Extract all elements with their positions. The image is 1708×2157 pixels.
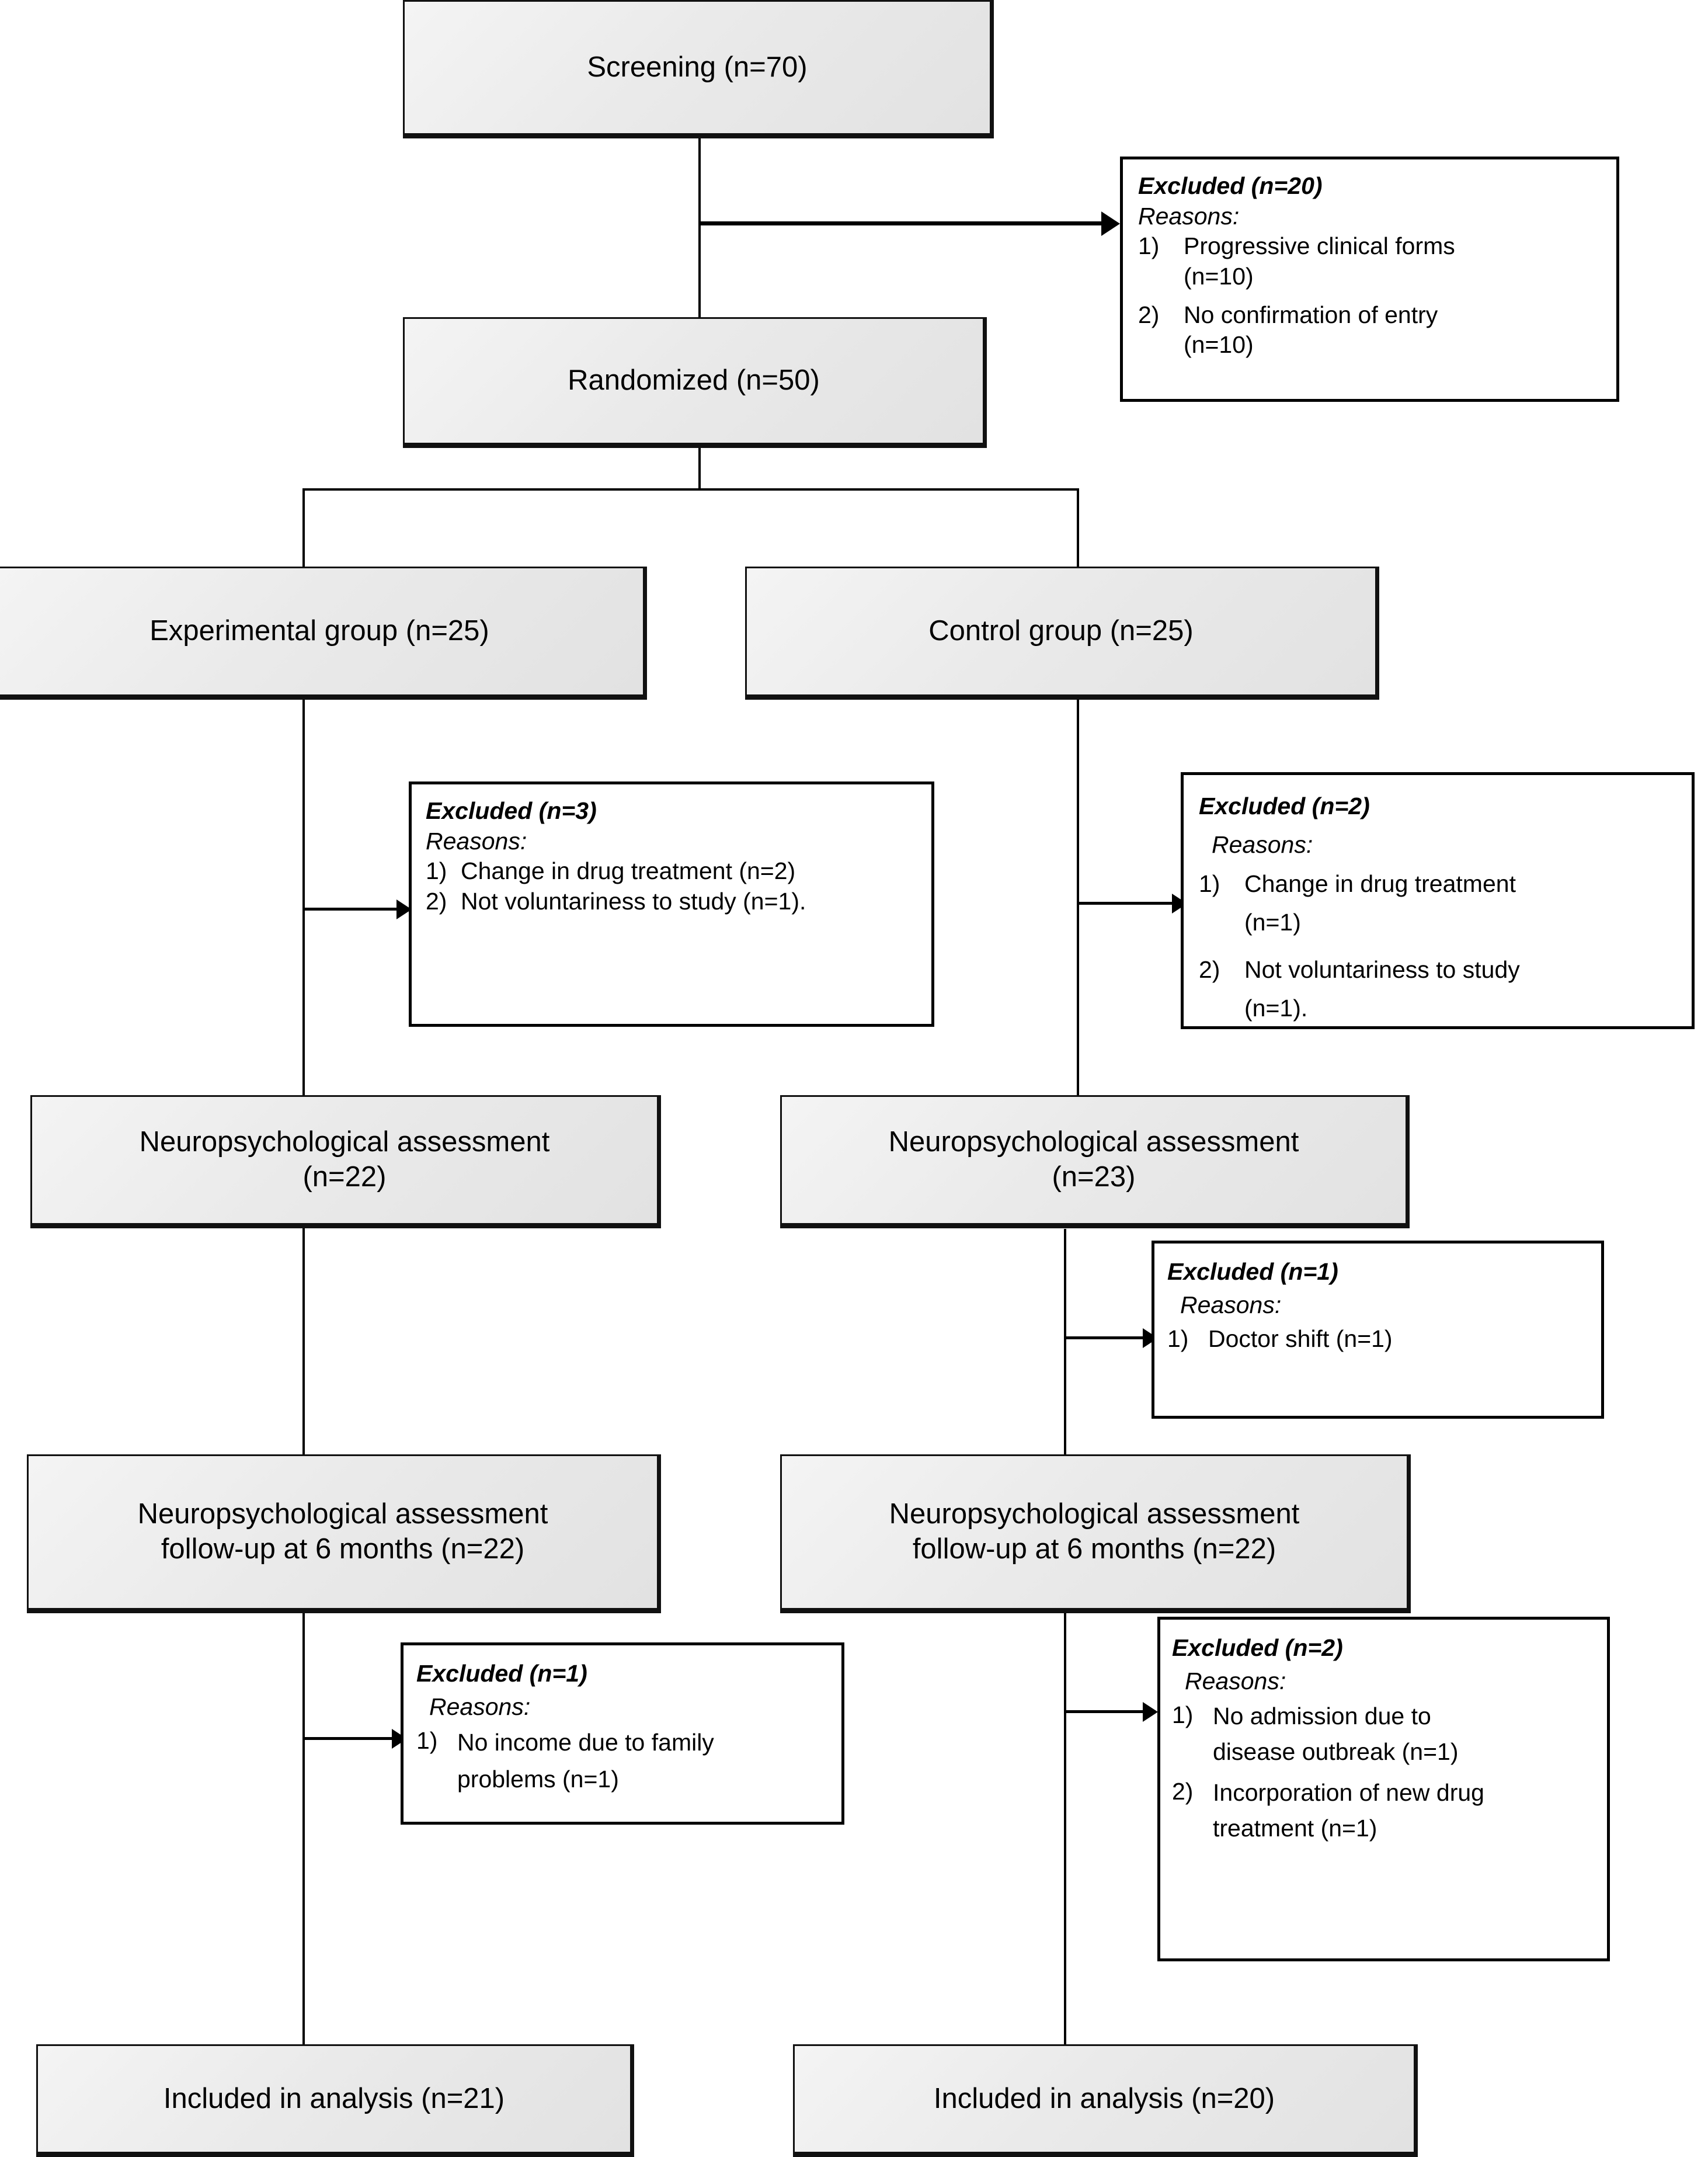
node-included-experimental: Included in analysis (n=21): [36, 2044, 634, 2157]
arrow-control-assessment-to-excluded: [1065, 1336, 1143, 1339]
excluded-box-experimental: Excluded (n=3) Reasons: 1) Change in dru…: [409, 781, 934, 1027]
node-experimental-group: Experimental group (n=25): [0, 567, 647, 700]
list-item-number: 2): [426, 887, 447, 915]
list-item: 1) Change in drug treatment (n=2): [426, 856, 922, 887]
excluded-control-title: Excluded (n=2): [1199, 793, 1370, 819]
node-screening-label: Screening (n=70): [587, 51, 808, 83]
excluded-box-experimental-followup: Excluded (n=1) Reasons: 1) No income due…: [401, 1642, 844, 1825]
node-assessment-experimental: Neuropsychological assessment (n=22): [30, 1095, 661, 1228]
node-included-control: Included in analysis (n=20): [793, 2044, 1418, 2157]
arrow-control-followup-to-excluded: [1065, 1710, 1143, 1713]
excluded-screening-list: 1) Progressive clinical forms (n=10) 2) …: [1138, 231, 1607, 360]
list-item-number: 2): [1138, 301, 1160, 328]
node-included-experimental-label: Included in analysis (n=21): [163, 2082, 505, 2114]
list-item-number: 1): [1138, 232, 1160, 260]
list-item: 1) No admission due to disease outbreak …: [1172, 1698, 1598, 1770]
excluded-box-screening: Excluded (n=20) Reasons: 1) Progressive …: [1120, 157, 1619, 402]
node-followup-experimental-label: Neuropsychological assessment follow-up …: [137, 1498, 548, 1565]
excluded-control-assessment-title: Excluded (n=1): [1167, 1258, 1338, 1285]
connector-randomized-stem: [698, 445, 701, 491]
node-experimental-group-label: Experimental group (n=25): [149, 615, 489, 647]
excluded-experimental-followup-reasons-label: Reasons:: [429, 1693, 531, 1721]
excluded-control-assessment-reasons-label: Reasons:: [1180, 1291, 1282, 1319]
excluded-experimental-reasons-label: Reasons:: [426, 827, 527, 855]
list-item: 2) Not voluntariness to study (n=1).: [1199, 950, 1682, 1028]
node-followup-experimental: Neuropsychological assessment follow-up …: [27, 1454, 661, 1613]
spine-experimental-column: [302, 699, 305, 2052]
node-control-group: Control group (n=25): [745, 567, 1379, 700]
node-screening: Screening (n=70): [403, 0, 994, 138]
excluded-control-followup-title: Excluded (n=2): [1172, 1634, 1343, 1661]
excluded-control-followup-reasons-label: Reasons:: [1185, 1668, 1286, 1695]
list-item-text: Not voluntariness to study (n=1).: [1244, 956, 1520, 1022]
list-item-text: Not voluntariness to study (n=1).: [461, 887, 806, 915]
node-randomized: Randomized (n=50): [403, 317, 987, 448]
excluded-experimental-followup-list: 1) No income due to family problems (n=1…: [416, 1724, 832, 1798]
arrow-experimental-followup-to-excluded: [304, 1737, 392, 1740]
list-item: 1) No income due to family problems (n=1…: [416, 1724, 832, 1798]
arrow-screening-to-excluded: [698, 221, 1102, 225]
list-item-number: 1): [1167, 1325, 1189, 1352]
arrow-control-to-excluded: [1078, 902, 1173, 905]
list-item: 2) Incorporation of new drug treatment (…: [1172, 1775, 1598, 1847]
list-item: 1) Progressive clinical forms (n=10): [1138, 231, 1607, 291]
excluded-box-control-followup: Excluded (n=2) Reasons: 1) No admission …: [1157, 1617, 1610, 1961]
list-item-text: Change in drug treatment (n=2): [461, 857, 796, 885]
excluded-control-followup-list: 1) No admission due to disease outbreak …: [1172, 1698, 1598, 1847]
list-item: 1) Change in drug treatment (n=1): [1199, 864, 1682, 942]
list-item-number: 2): [1172, 1777, 1194, 1805]
list-item-number: 1): [416, 1727, 438, 1754]
spine-control-column: [1077, 699, 1079, 1213]
arrow-experimental-to-excluded: [304, 908, 397, 911]
excluded-screening-title: Excluded (n=20): [1138, 172, 1323, 199]
node-followup-control: Neuropsychological assessment follow-up …: [780, 1454, 1411, 1613]
excluded-control-reasons-label: Reasons:: [1212, 831, 1313, 859]
list-item-number: 2): [1199, 956, 1220, 983]
list-item: 1) Doctor shift (n=1): [1167, 1322, 1592, 1356]
list-item-text: Change in drug treatment (n=1): [1244, 870, 1516, 936]
list-item: 2) No confirmation of entry (n=10): [1138, 300, 1607, 360]
excluded-box-control: Excluded (n=2) Reasons: 1) Change in dru…: [1181, 772, 1695, 1029]
connector-randomized-split: [302, 488, 1079, 491]
node-randomized-label: Randomized (n=50): [568, 364, 820, 397]
spine-control-column-lower: [1064, 1229, 1066, 2071]
list-item-text: No income due to family problems (n=1): [457, 1728, 714, 1793]
list-item-text: No admission due to disease outbreak (n=…: [1213, 1702, 1459, 1766]
node-assessment-experimental-label: Neuropsychological assessment (n=22): [139, 1126, 550, 1193]
excluded-box-control-assessment: Excluded (n=1) Reasons: 1) Doctor shift …: [1152, 1241, 1604, 1419]
connector-split-to-control: [1077, 488, 1079, 570]
node-assessment-control-label: Neuropsychological assessment (n=23): [888, 1126, 1299, 1193]
list-item-number: 1): [426, 857, 447, 885]
excluded-experimental-title: Excluded (n=3): [426, 797, 597, 824]
list-item-number: 1): [1199, 870, 1220, 897]
list-item-text: Incorporation of new drug treatment (n=1…: [1213, 1779, 1484, 1842]
node-assessment-control: Neuropsychological assessment (n=23): [780, 1095, 1410, 1228]
node-control-group-label: Control group (n=25): [928, 615, 1194, 647]
list-item-number: 1): [1172, 1701, 1194, 1728]
list-item: 2) Not voluntariness to study (n=1).: [426, 887, 922, 917]
node-included-control-label: Included in analysis (n=20): [933, 2082, 1275, 2114]
excluded-control-list: 1) Change in drug treatment (n=1) 2) Not…: [1199, 864, 1682, 1028]
list-item-text: Doctor shift (n=1): [1208, 1325, 1393, 1352]
connector-screening-to-randomized: [698, 136, 701, 320]
excluded-screening-reasons-label: Reasons:: [1138, 202, 1240, 230]
connector-split-to-experimental: [302, 488, 305, 570]
excluded-experimental-followup-title: Excluded (n=1): [416, 1660, 587, 1687]
excluded-experimental-list: 1) Change in drug treatment (n=2) 2) Not…: [426, 856, 922, 916]
list-item-text: Progressive clinical forms (n=10): [1184, 232, 1455, 290]
excluded-control-assessment-list: 1) Doctor shift (n=1): [1167, 1322, 1592, 1356]
list-item-text: No confirmation of entry (n=10): [1184, 301, 1438, 359]
node-followup-control-label: Neuropsychological assessment follow-up …: [889, 1498, 1300, 1565]
